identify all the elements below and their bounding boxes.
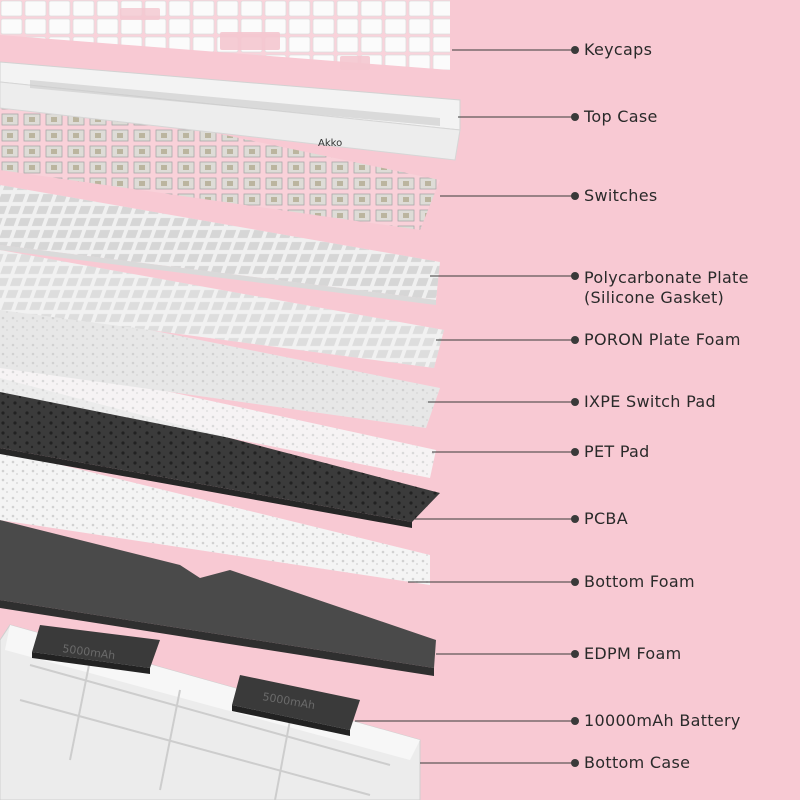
keycaps-layer xyxy=(0,0,450,70)
label-bottom-foam: Bottom Foam xyxy=(584,572,695,592)
battery-left: 5000mAh xyxy=(32,625,160,674)
label-subtext-polycarbonate-plate: (Silicone Gasket) xyxy=(584,288,725,307)
label-text-polycarbonate-plate: Polycarbonate Plate xyxy=(584,268,749,287)
label-battery: 10000mAh Battery xyxy=(584,711,741,731)
top-case-brand: Akko xyxy=(318,138,342,149)
label-text-top-case: Top Case xyxy=(584,107,658,126)
callout-dot-pcba xyxy=(571,515,579,523)
callout-dot-poron-plate-foam xyxy=(571,336,579,344)
edpm-foam-layer xyxy=(0,520,436,676)
callout-dot-edpm-foam xyxy=(571,650,579,658)
label-poron-plate-foam: PORON Plate Foam xyxy=(584,330,741,350)
label-text-switches: Switches xyxy=(584,186,658,205)
switches-layer xyxy=(0,88,440,230)
callout-dot-polycarbonate-plate xyxy=(571,272,579,280)
callout-dot-bottom-case xyxy=(571,759,579,767)
label-text-ixpe-switch-pad: IXPE Switch Pad xyxy=(584,392,716,411)
label-ixpe-switch-pad: IXPE Switch Pad xyxy=(584,392,716,412)
callout-dot-switches xyxy=(571,192,579,200)
label-text-pcba: PCBA xyxy=(584,509,628,528)
callout-dot-ixpe-switch-pad xyxy=(571,398,579,406)
label-text-bottom-foam: Bottom Foam xyxy=(584,572,695,591)
callout-dot-bottom-foam xyxy=(571,578,579,586)
top-case-layer: Akko xyxy=(0,61,461,161)
label-top-case: Top Case xyxy=(584,107,658,127)
ixpe-switch-pad-layer xyxy=(0,300,440,428)
callout-dot-top-case xyxy=(571,113,579,121)
leader-lines xyxy=(355,46,579,767)
polycarbonate-plate-layer xyxy=(0,185,440,305)
callout-dot-battery xyxy=(571,717,579,725)
label-keycaps: Keycaps xyxy=(584,40,652,60)
poron-plate-foam-layer xyxy=(0,250,444,368)
pet-pad-layer xyxy=(0,355,436,478)
label-text-pet-pad: PET Pad xyxy=(584,442,650,461)
label-switches: Switches xyxy=(584,186,657,206)
label-pet-pad: PET Pad xyxy=(584,442,650,462)
label-text-bottom-case: Bottom Case xyxy=(584,753,691,772)
bottom-foam-layer xyxy=(0,450,430,585)
label-text-edpm-foam: EDPM Foam xyxy=(584,644,682,663)
battery-right: 5000mAh xyxy=(232,675,360,736)
label-bottom-case: Bottom Case xyxy=(584,753,690,773)
label-text-battery: 10000mAh Battery xyxy=(584,711,741,730)
label-pcba: PCBA xyxy=(584,509,628,529)
callout-dot-keycaps xyxy=(571,46,579,54)
callout-dot-pet-pad xyxy=(571,448,579,456)
label-polycarbonate-plate: Polycarbonate Plate(Silicone Gasket) xyxy=(584,268,749,308)
label-text-keycaps: Keycaps xyxy=(584,40,653,59)
label-text-poron-plate-foam: PORON Plate Foam xyxy=(584,330,741,349)
label-edpm-foam: EDPM Foam xyxy=(584,644,681,664)
